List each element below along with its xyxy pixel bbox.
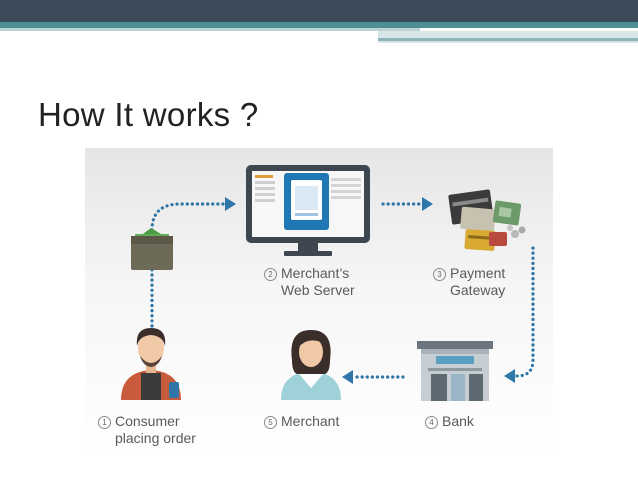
step-label-payment-gateway: 3 Payment Gateway <box>433 265 505 299</box>
step-label-line1: Merchant’s <box>281 265 350 281</box>
slide-accent-stripe <box>0 22 638 28</box>
step-label-line2: Web Server <box>281 282 355 298</box>
arrow-head-gateway <box>422 197 433 211</box>
step-label-line2: Gateway <box>450 282 506 298</box>
arrow-gateway-to-bank <box>511 246 535 378</box>
payment-cards-icon <box>448 189 526 251</box>
diagram-graphics <box>85 148 553 458</box>
step-label-line1: Bank <box>442 413 474 429</box>
consumer-avatar-icon <box>121 328 181 400</box>
slide-accent-stripe-light <box>0 28 420 31</box>
slide-accent-block <box>378 31 638 43</box>
step-label-bank: 4 Bank <box>425 413 474 430</box>
arrow-head-server <box>225 197 236 211</box>
step-label-line1: Merchant <box>281 413 340 429</box>
bank-icon <box>417 341 493 401</box>
step-number-badge: 2 <box>264 268 277 281</box>
step-number-badge: 4 <box>425 416 438 429</box>
step-number-badge: 1 <box>98 416 111 429</box>
step-label-line1: Payment <box>450 265 506 281</box>
step-label-consumer: 1 Consumer placing order <box>98 413 196 447</box>
arrow-head-merchant <box>342 370 353 384</box>
step-label-merchant: 5 Merchant <box>264 413 339 430</box>
merchant-avatar-icon <box>281 330 341 400</box>
wallet-icon <box>131 228 173 270</box>
step-label-line2: placing order <box>115 430 196 446</box>
slide-title: How It works ? <box>38 96 259 133</box>
step-number-badge: 5 <box>264 416 277 429</box>
slide-top-bar <box>0 0 638 22</box>
arrow-head-bank <box>504 369 515 383</box>
slide-accent-line <box>378 38 638 41</box>
step-label-merchant-server: 2 Merchant’s Web Server <box>264 265 355 299</box>
arrow-heads <box>225 197 515 384</box>
step-number-badge: 3 <box>433 268 446 281</box>
arrow-wallet-to-server <box>150 202 225 232</box>
step-label-line1: Consumer <box>115 413 180 429</box>
monitor-icon <box>246 165 370 256</box>
